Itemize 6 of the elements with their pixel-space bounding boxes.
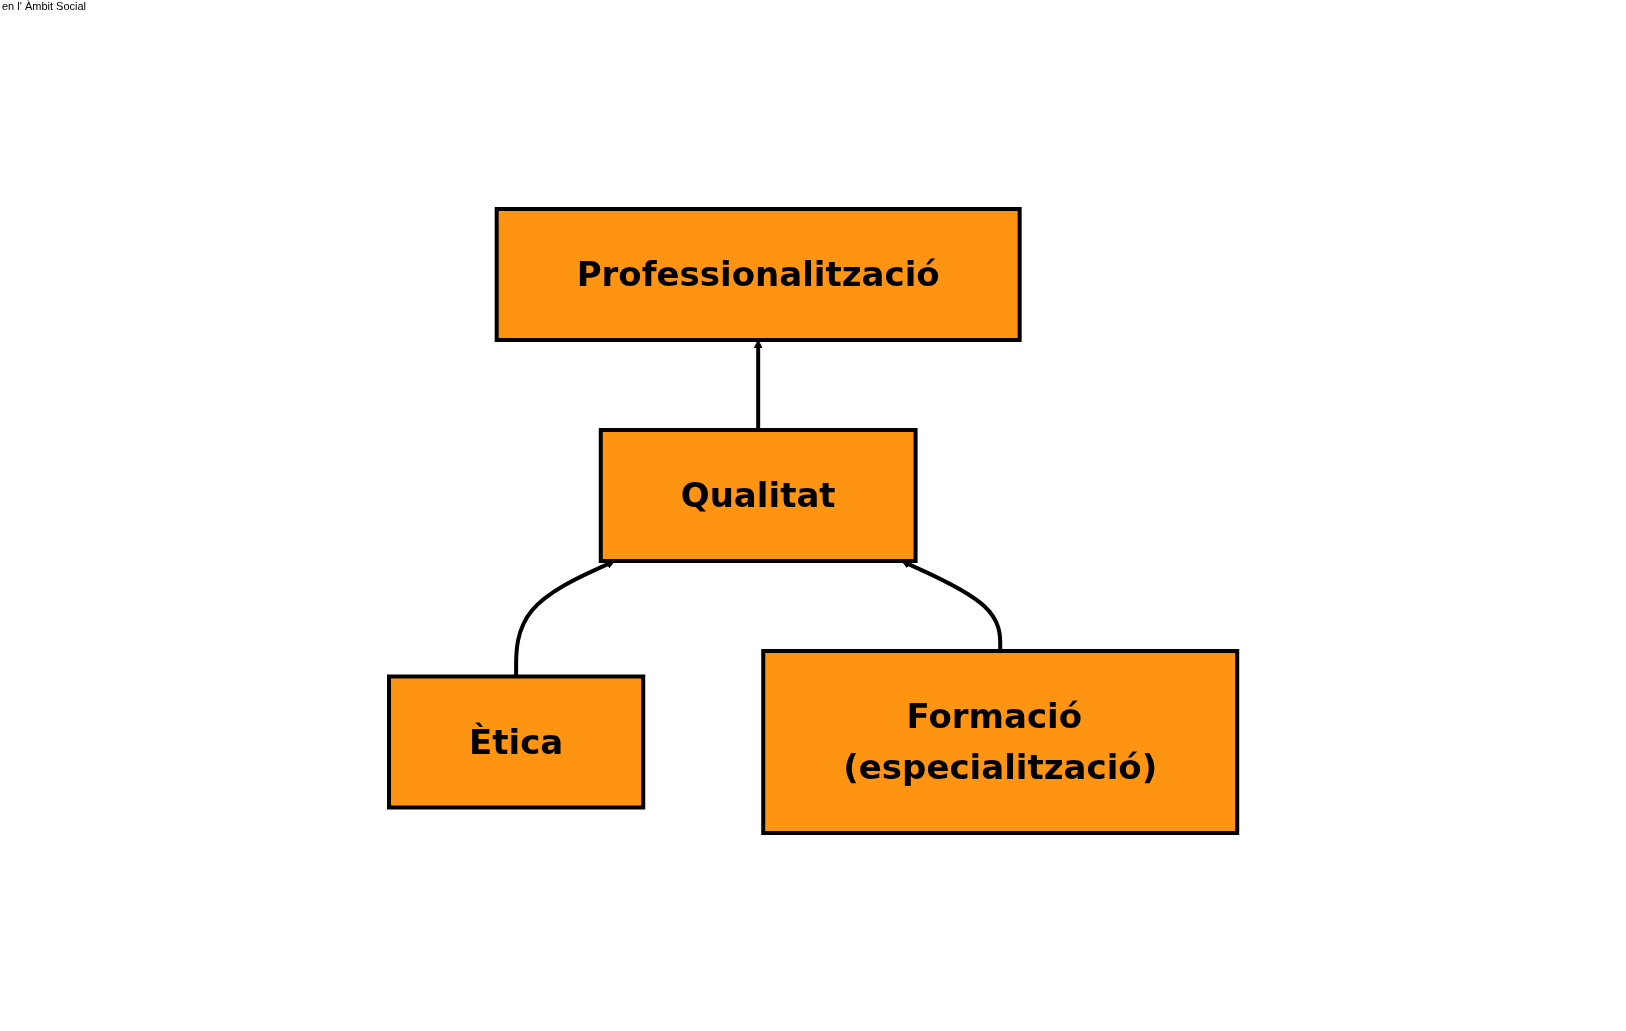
arrow bbox=[901, 560, 1003, 651]
node-box: Ètica bbox=[386, 674, 646, 810]
node-box: Qualitat bbox=[598, 428, 918, 563]
note-text: en l' Àmbit Social bbox=[2, 0, 87, 12]
node-box: Professionalització bbox=[494, 207, 1022, 342]
node-box: Formació (especialització) bbox=[761, 649, 1240, 835]
